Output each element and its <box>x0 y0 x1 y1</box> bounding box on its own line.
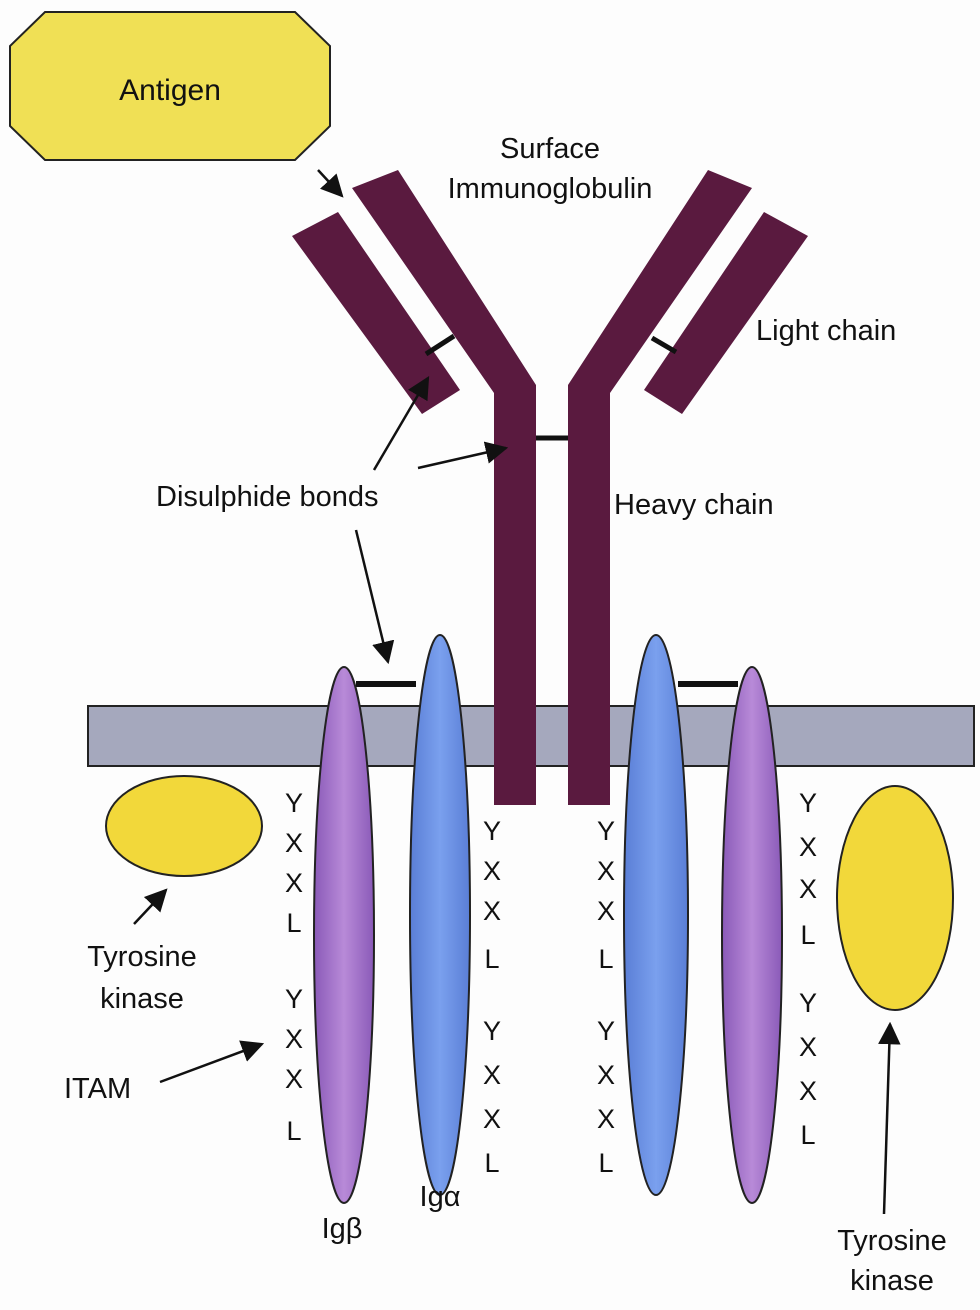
itam-label: ITAM <box>64 1073 131 1105</box>
itam-residue: L <box>800 920 815 950</box>
itam-residue: X <box>799 832 817 862</box>
disulphide-bond-light-right <box>652 338 676 352</box>
itam-residue: L <box>800 1120 815 1150</box>
itam-residue: X <box>597 856 615 886</box>
antigen-arrow <box>318 170 342 196</box>
itam-residue: X <box>285 828 303 858</box>
ig-alpha-right <box>624 635 688 1195</box>
ig-beta-left <box>314 667 374 1203</box>
itam-motif-col4: Y X X L Y X X L <box>799 788 817 1150</box>
tyrosine-kinase-right-line1: Tyrosine <box>837 1225 947 1257</box>
itam-motif-col2: Y X X L Y X X L <box>483 816 501 1178</box>
arrow-disulphide-to-ig <box>356 530 388 662</box>
itam-residue: X <box>597 1104 615 1134</box>
itam-residue: Y <box>483 1016 501 1046</box>
itam-residue: X <box>799 1032 817 1062</box>
itam-residue: X <box>483 856 501 886</box>
tyrosine-kinase-right-line2: kinase <box>850 1265 934 1297</box>
arrow-itam <box>160 1044 262 1082</box>
itam-residue: Y <box>285 984 303 1014</box>
itam-residue: X <box>483 1060 501 1090</box>
itam-residue: Y <box>597 1016 615 1046</box>
itam-residue: X <box>285 868 303 898</box>
ig-beta-right <box>722 667 782 1203</box>
disulphide-bonds-label: Disulphide bonds <box>156 481 378 513</box>
itam-residue: L <box>484 944 499 974</box>
itam-residue: Y <box>597 816 615 846</box>
ig-alpha-label: Igα <box>420 1181 461 1213</box>
tyrosine-kinase-right <box>837 786 953 1010</box>
itam-residue: X <box>597 1060 615 1090</box>
itam-residue: X <box>285 1024 303 1054</box>
itam-residue: L <box>598 944 613 974</box>
itam-motif-col1: Y X X L Y X X L <box>285 788 303 1146</box>
arrow-disulphide-to-light <box>374 378 428 470</box>
itam-residue: X <box>799 1076 817 1106</box>
itam-residue: X <box>597 896 615 926</box>
itam-residue: Y <box>799 988 817 1018</box>
antigen-label: Antigen <box>119 74 221 107</box>
tyrosine-kinase-left-line1: Tyrosine <box>87 941 197 973</box>
ig-beta-label: Igβ <box>322 1213 363 1245</box>
itam-residue: X <box>483 1104 501 1134</box>
itam-residue: Y <box>285 788 303 818</box>
arrow-tyrosine-kinase-right <box>884 1024 890 1214</box>
itam-residue: X <box>799 874 817 904</box>
arrow-disulphide-to-heavy <box>418 448 506 468</box>
itam-residue: L <box>286 908 301 938</box>
surface-label-line2: Immunoglobulin <box>448 173 653 205</box>
light-chain-label: Light chain <box>756 315 896 347</box>
surface-label-line1: Surface <box>500 133 600 165</box>
itam-residue: X <box>483 896 501 926</box>
arrow-tyrosine-kinase-left <box>134 890 166 924</box>
itam-residue: Y <box>483 816 501 846</box>
heavy-chain-label: Heavy chain <box>614 489 774 521</box>
itam-residue: L <box>484 1148 499 1178</box>
itam-motif-col3: Y X X L Y X X L <box>597 816 615 1178</box>
itam-residue: X <box>285 1064 303 1094</box>
itam-residue: L <box>598 1148 613 1178</box>
itam-residue: Y <box>799 788 817 818</box>
itam-residue: L <box>286 1116 301 1146</box>
ig-alpha-left <box>410 635 470 1195</box>
tyrosine-kinase-left-line2: kinase <box>100 983 184 1015</box>
disulphide-bond-light-left <box>426 336 454 354</box>
tyrosine-kinase-left <box>106 776 262 876</box>
